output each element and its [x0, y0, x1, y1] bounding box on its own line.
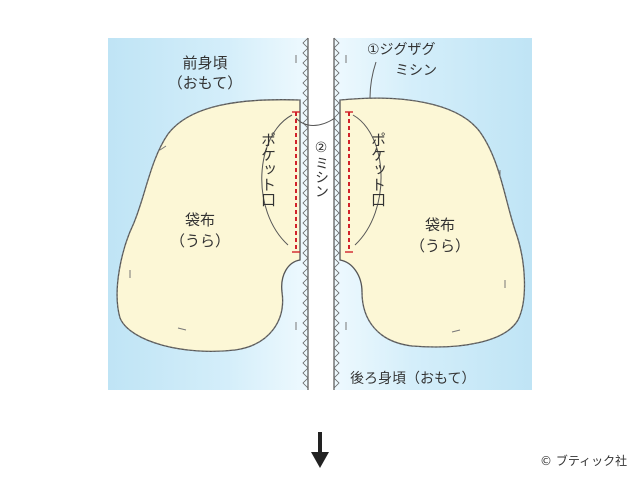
- stitch-end-marks: [292, 111, 353, 253]
- seam-zigzag: [302, 37, 340, 389]
- copyright-text: © ブティック社: [540, 454, 628, 468]
- bag-left-label-2: （うら）: [170, 232, 230, 250]
- front-body-label-2: （おもて）: [168, 74, 242, 92]
- pointer-lines: [261, 61, 382, 246]
- bag-right-label-1: 袋布: [425, 216, 455, 234]
- guide-ticks: [129, 55, 506, 333]
- pocket-opening-label-left: ポケット口: [259, 132, 277, 207]
- arrow-down-icon: [311, 432, 329, 468]
- bag-right-label-2: （うら）: [410, 237, 470, 255]
- pocket-bag-left-zigzag: [116, 99, 301, 352]
- back-body-label: 後ろ身頃（おもて）: [350, 371, 475, 387]
- zigzag-label-1: ①ジグザグ: [367, 42, 436, 58]
- front-body-label-1: 前身頃: [182, 54, 227, 72]
- bag-left-label-1: 袋布: [185, 211, 215, 229]
- pocket-bag-right-zigzag: [339, 97, 525, 348]
- center-seam: [307, 38, 335, 390]
- pocket-opening-stitch: [295, 112, 350, 252]
- zigzag-label-2: ミシン: [395, 63, 437, 79]
- sewing-machine-label: ②ミシン: [313, 140, 329, 198]
- pocket-opening-label-right: ポケット口: [369, 132, 387, 207]
